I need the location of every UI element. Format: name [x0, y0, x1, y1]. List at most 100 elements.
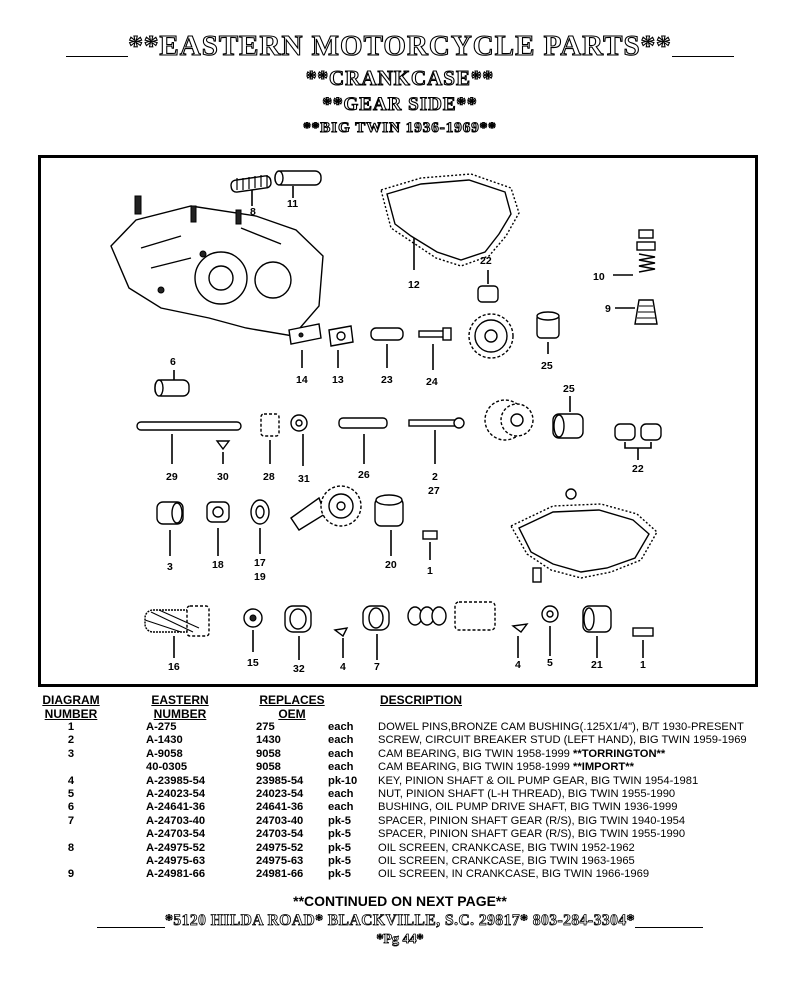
oil-screen-8-drawing	[230, 175, 272, 206]
header-diagram: DIAGRAM	[42, 693, 100, 707]
cell-oem-number: 24703-40	[256, 814, 304, 827]
nut-31-drawing	[290, 414, 308, 466]
key-4-right-drawing	[511, 623, 529, 658]
cell-quantity: pk-5	[328, 868, 352, 881]
part-21-drawing	[582, 605, 612, 658]
callout-9: 9	[605, 303, 611, 315]
gear-upper-drawing	[468, 313, 514, 359]
description-text: SPACER, PINION SHAFT GEAR (R/S), BIG TWI…	[378, 828, 686, 841]
key-4-left-drawing	[333, 627, 349, 658]
cell-oem-number: 1430	[256, 734, 281, 747]
cell-description: SPACER, PINION SHAFT GEAR (R/S), BIG TWI…	[374, 815, 768, 828]
pinion-gear-assembly-drawing	[290, 485, 362, 531]
description-text: BUSHING, OIL PUMP DRIVE SHAFT, BIG TWIN …	[378, 801, 678, 814]
callout-6: 6	[170, 356, 176, 368]
header-diagram-number: NUMBER	[44, 707, 98, 721]
washer-17-drawing	[250, 499, 270, 554]
cell-eastern-number: A-275	[146, 721, 177, 733]
cell-diagram-number: 9	[67, 868, 75, 881]
callout-15: 15	[247, 657, 259, 669]
cell-diagram-number	[38, 828, 104, 841]
table-header-row-1: DIAGRAM EASTERN REPLACES DESCRIPTION	[38, 693, 768, 707]
cell-diagram-number: 7	[67, 814, 75, 827]
cell-eastern-number: A-1430	[146, 734, 183, 747]
cell-eastern-number: A-24981-66	[146, 868, 206, 881]
spacers-and-gear-drawing	[407, 601, 496, 631]
cell-quantity: pk-10	[328, 774, 358, 787]
cell-diagram-number: 6	[67, 801, 75, 814]
cell-eastern-number: A-24703-54	[146, 828, 206, 841]
bushing-11-drawing	[274, 170, 322, 198]
bushing-pair-22-drawing	[614, 423, 662, 460]
callout-21: 21	[591, 659, 603, 671]
parts-table: DIAGRAM EASTERN REPLACES DESCRIPTION NUM…	[38, 693, 768, 882]
cell-oem-number: 275	[256, 721, 275, 733]
callout-13: 13	[332, 374, 344, 386]
cell-diagram-number: 4	[67, 774, 75, 787]
cell-description: NUT, PINION SHAFT (L-H THREAD), BIG TWIN…	[374, 788, 768, 801]
callout-12: 12	[408, 279, 420, 291]
cell-quantity: each	[328, 747, 354, 760]
dowel-pin-1-lower-drawing	[632, 627, 654, 658]
bushing-22-upper-drawing	[477, 270, 499, 303]
header-replaces: REPLACES	[259, 693, 325, 707]
header-blank-2	[374, 707, 768, 721]
bearing-3-drawing	[156, 501, 184, 556]
title-rule-right	[671, 55, 734, 57]
description-text: SPACER, PINION SHAFT GEAR (R/S), BIG TWI…	[378, 814, 686, 827]
description-text: CAM BEARING, BIG TWIN 1958-1999	[378, 747, 574, 760]
part-15-drawing	[243, 608, 263, 652]
part-20-drawing	[374, 494, 404, 556]
cell-description: KEY, PINION SHAFT & OIL PUMP GEAR, BIG T…	[374, 775, 768, 788]
callout-16: 16	[168, 661, 180, 673]
callout-4-right: 4	[515, 659, 521, 671]
cell-diagram-number: 3	[67, 747, 75, 760]
cell-diagram-number	[38, 761, 104, 774]
header-description: DESCRIPTION	[380, 693, 463, 707]
cell-description: BUSHING, OIL PUMP DRIVE SHAFT, BIG TWIN …	[374, 801, 768, 814]
callout-24: 24	[426, 376, 438, 388]
cell-oem-number: 23985-54	[256, 774, 304, 787]
callout-29: 29	[166, 471, 178, 483]
description-text: DOWEL PINS,BRONZE CAM BUSHING(.125X1/4")…	[378, 721, 744, 733]
bushing-25-lower-drawing	[552, 396, 584, 439]
cell-diagram-number: 5	[67, 788, 75, 801]
bushing-6-drawing	[154, 370, 190, 397]
callout-28: 28	[263, 471, 275, 483]
cell-description: CAM BEARING, BIG TWIN 1958-1999 **IMPORT…	[374, 761, 768, 774]
cell-quantity: each	[328, 801, 354, 814]
cell-description: SPACER, PINION SHAFT GEAR (R/S), BIG TWI…	[374, 828, 768, 841]
crankcase-drawing	[110, 195, 324, 337]
gasket-12-drawing	[380, 173, 520, 270]
part-18-drawing	[206, 501, 230, 556]
cell-description: CAM BEARING, BIG TWIN 1958-1999 **TORRIN…	[374, 748, 768, 761]
catalog-title: **EASTERN MOTORCYCLE PARTS**	[0, 29, 800, 63]
cell-eastern-number: A-24975-52	[146, 841, 206, 854]
callout-22-lower: 22	[632, 463, 644, 475]
table-header-row-2: NUMBER NUMBER OEM	[38, 707, 768, 721]
cell-eastern-number: A-24641-36	[146, 801, 206, 814]
cell-diagram-number	[38, 855, 104, 868]
description-text: OIL SCREEN, IN CRANKCASE, BIG TWIN 1966-…	[378, 868, 650, 881]
parts-table-body: 1 A-275 275 each DOWEL PINS,BRONZE CAM BUSHI…	[38, 721, 768, 882]
callout-7: 7	[374, 661, 380, 673]
description-text: KEY, PINION SHAFT & OIL PUMP GEAR, BIG T…	[378, 774, 699, 787]
header-qty-blank	[328, 693, 374, 707]
callout-25-lower: 25	[563, 383, 575, 395]
page-number: *Pg 44*	[376, 932, 424, 948]
callout-18: 18	[212, 559, 224, 571]
description-text: NUT, PINION SHAFT (L-H THREAD), BIG TWIN…	[378, 788, 676, 801]
address-rule-right	[634, 926, 703, 928]
cell-oem-number: 24703-54	[256, 828, 304, 841]
callout-1-upper: 1	[427, 565, 433, 577]
cell-diagram-number: 1	[67, 721, 75, 733]
cell-quantity: pk-5	[328, 855, 352, 868]
screw-2-drawing	[408, 417, 465, 464]
callout-26: 26	[358, 469, 370, 481]
continued-notice: **CONTINUED ON NEXT PAGE**	[293, 893, 507, 909]
